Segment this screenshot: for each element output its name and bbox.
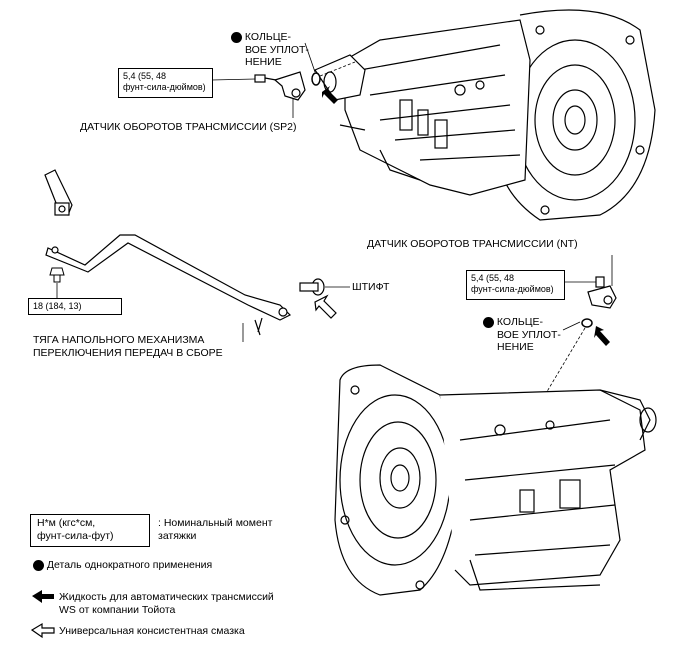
upper-transmission-illustration	[314, 9, 656, 221]
ws-arrow-top	[322, 86, 338, 104]
sp2-sensor-illustration	[254, 71, 306, 101]
linkage-bolt	[49, 267, 65, 283]
lower-transmission-illustration	[334, 364, 657, 596]
shift-linkage-illustration	[44, 169, 292, 336]
grease-arrow-pin	[314, 294, 337, 319]
legend-grease: Универсальная консистентная смазка	[59, 625, 245, 637]
torque-sp2-box: 5,4 (55, 48 фунт-сила-дюймов)	[118, 68, 213, 98]
torque-nt-box: 5,4 (55, 48 фунт-сила-дюймов)	[466, 270, 565, 300]
non-reusable-dot-icon	[231, 31, 242, 43]
sensor-nt-label: ДАТЧИК ОБОРОТОВ ТРАНСМИССИИ (NT)	[367, 238, 578, 250]
linkage-label: ТЯГА НАПОЛЬНОГО МЕХАНИЗМА ПЕРЕКЛЮЧЕНИЯ П…	[33, 334, 223, 359]
o-ring-top-label: КОЛЬЦЕ- ВОЕ УПЛОТ- НЕНИЕ	[231, 31, 309, 69]
legend-ws-arrow	[32, 590, 54, 603]
o-ring-bottom-label: КОЛЬЦЕ- ВОЕ УПЛОТ- НЕНИЕ	[483, 316, 561, 354]
non-reusable-dot-icon	[483, 316, 494, 328]
o-ring-top-illustration	[311, 72, 321, 86]
pin-label: ШТИФТ	[352, 281, 390, 293]
legend-torque-box: Н*м (кгс*см, фунт-сила-фут)	[30, 514, 150, 547]
legend-non-reusable: Деталь однократного применения	[33, 559, 212, 572]
pin-illustration	[299, 278, 325, 296]
torque-18-box: 18 (184, 13)	[28, 298, 122, 315]
legend-torque-desc: : Номинальный момент затяжки	[158, 517, 273, 542]
legend-grease-arrow	[30, 622, 55, 639]
non-reusable-dot-icon	[33, 559, 44, 571]
legend-ws-fluid: Жидкость для автоматических трансмиссий …	[59, 591, 274, 616]
sensor-sp2-label: ДАТЧИК ОБОРОТОВ ТРАНСМИССИИ (SP2)	[80, 121, 297, 133]
nt-sensor-illustration	[587, 276, 617, 309]
ws-arrow-bottom	[594, 326, 610, 346]
o-ring-bottom-illustration	[581, 318, 593, 328]
